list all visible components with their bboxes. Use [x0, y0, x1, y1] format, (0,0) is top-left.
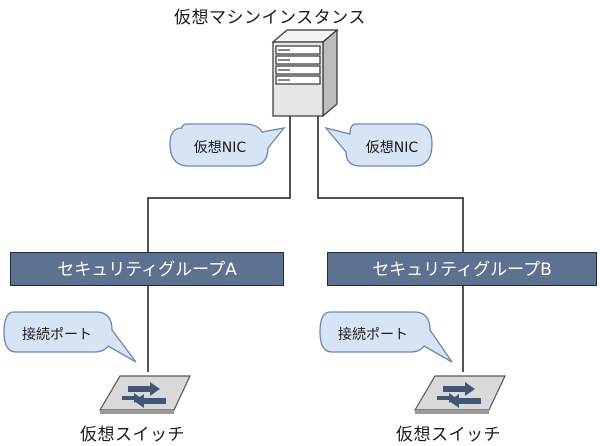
switch-icon-right	[413, 375, 506, 414]
port-label-right: 接続ポート	[338, 327, 408, 343]
security-group-a: セキュリティグループA	[10, 252, 284, 286]
switch-label-right: 仮想スイッチ	[396, 425, 501, 445]
port-bubble-left	[3, 311, 137, 363]
port-label-left: 接続ポート	[22, 327, 92, 343]
port-bubble-right	[319, 311, 453, 363]
switch-label-left: 仮想スイッチ	[80, 425, 185, 445]
nic-label-right: 仮想NIC	[365, 140, 419, 156]
nic-label-left: 仮想NIC	[193, 140, 247, 156]
connector-lines	[147, 112, 464, 372]
line-nic-left	[147, 112, 291, 252]
nic-bubble-right	[324, 123, 433, 167]
line-nic-right	[317, 112, 464, 252]
security-group-b: セキュリティグループB	[327, 252, 597, 286]
instance-label: 仮想マシンインスタンス	[174, 8, 366, 28]
nic-bubble-left	[169, 123, 286, 167]
server-icon	[271, 28, 339, 118]
switch-icon-left	[98, 375, 191, 414]
